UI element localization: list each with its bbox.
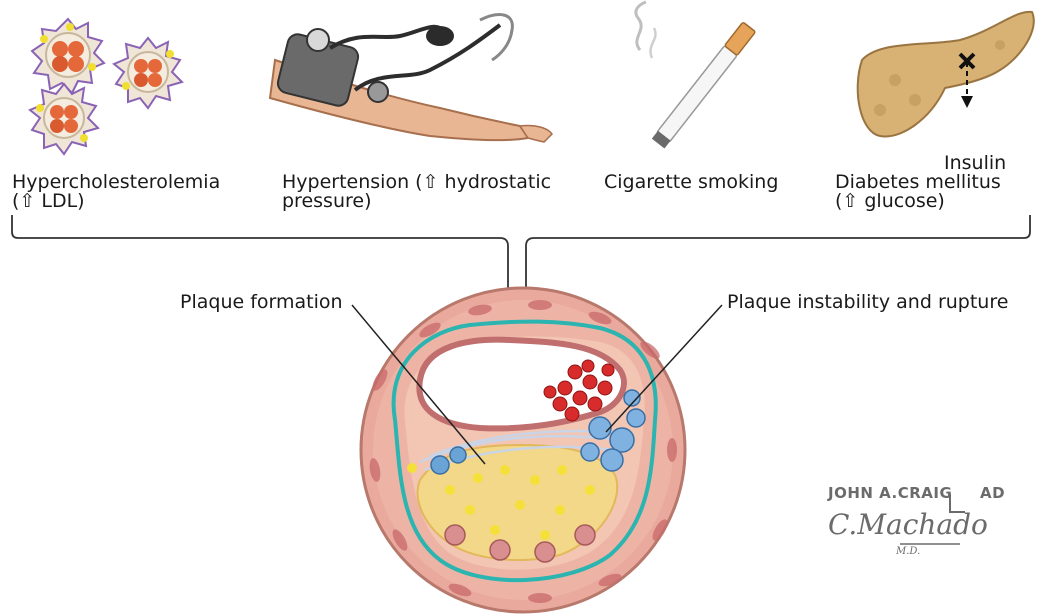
ldl-particles-icon xyxy=(30,19,182,154)
signature-md: M.D. xyxy=(896,546,920,557)
artery-cross-section xyxy=(361,288,685,612)
label-hypertension: Hypertension (⇧ hydrostatic pressure) xyxy=(282,173,551,211)
label-diabetes-mellitus: Diabetes mellitus (⇧ glucose) xyxy=(835,173,1001,211)
label-hypercholesterolemia: Hypercholesterolemia (⇧ LDL) xyxy=(12,173,220,211)
label-cigarette-smoking: Cigarette smoking xyxy=(604,173,778,192)
signature-craig-name: JOHN A.CRAIG xyxy=(828,484,952,502)
label-plaque-rupture: Plaque instability and rupture xyxy=(727,293,1008,312)
label-insulin: Insulin xyxy=(944,154,1006,173)
cigarette-icon xyxy=(636,2,756,149)
signature-craig-suffix: AD xyxy=(980,484,1005,502)
blood-pressure-cuff-icon xyxy=(270,15,552,142)
pancreas-icon xyxy=(858,12,1034,137)
signature-machado: C.Machado xyxy=(828,508,988,541)
signature-craig: JOHN A.CRAIG AD xyxy=(828,484,1005,502)
label-plaque-formation: Plaque formation xyxy=(180,293,343,312)
